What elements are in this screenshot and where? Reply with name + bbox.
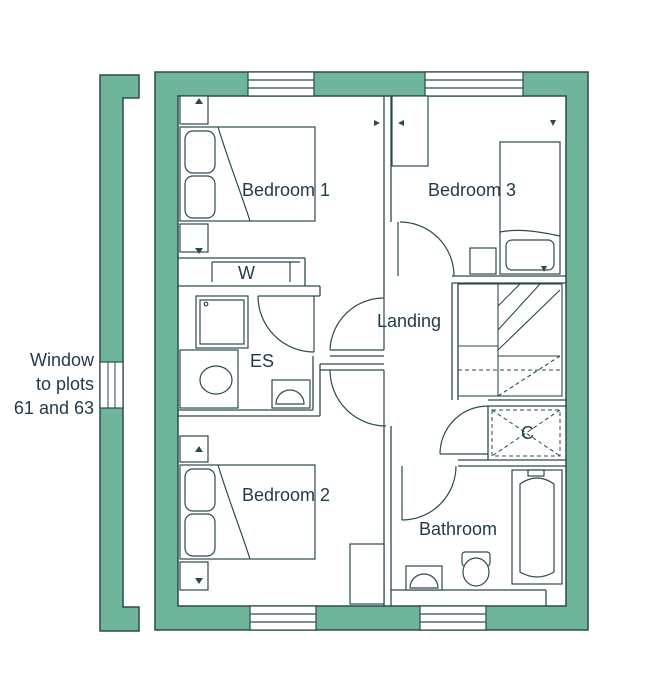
room-label-bathroom: Bathroom [419,519,498,539]
stairs [457,283,563,397]
room-label-bedroom1: Bedroom 1 [242,180,331,200]
room-label-wardrobe: W [238,263,255,283]
wardrobe [211,261,300,282]
side-note-line2: to plots [35,374,94,394]
doors [257,221,489,521]
side-note: Window to plots 61 and 63 [8,348,94,420]
bedroom2-furniture [179,435,385,605]
bedroom3-furniture [469,141,561,275]
room-label-ensuite: ES [250,351,275,371]
room-label-bedroom3: Bedroom 3 [428,180,517,200]
cupboard-hatch [491,409,561,457]
room-label-bedroom2: Bedroom 2 [242,485,331,505]
partition-walls [178,96,566,606]
ensuite-fixtures [179,295,311,409]
neighbour-wall [99,74,140,632]
room-label-cupboard: C [521,423,534,443]
side-note-line1: Window [29,350,94,370]
side-note-line3: 61 and 63 [13,398,94,418]
windows [247,71,524,631]
bedroom1-furniture [179,95,429,253]
bathroom-fixtures [405,469,563,591]
arrow-markers [195,98,556,584]
neighbour-window [99,361,124,409]
room-label-landing: Landing [377,311,442,331]
